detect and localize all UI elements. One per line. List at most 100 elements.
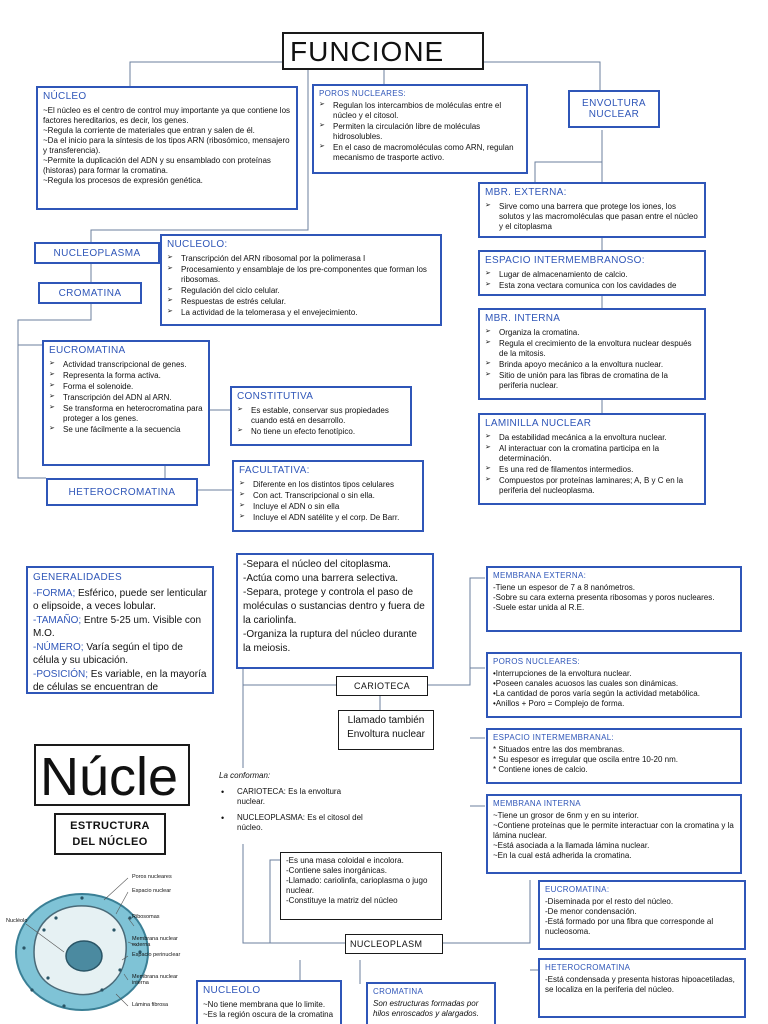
heterocromatina-label: HETEROCROMATINA [46,478,198,506]
membrana-externa-line: -Suele estar unida al R.E. [493,603,585,612]
eucromatina-item: Forma el solenoide. [49,382,203,392]
poros-item: Regulan los intercambios de moléculas en… [319,101,521,121]
nucleoplasma-desc-line: -Contiene sales inorgánicas. [286,866,387,875]
laminilla-item: Compuestos por proteínas laminares; A, B… [485,476,699,496]
mbr-externa-title: MBR. EXTERNA: [485,187,567,198]
eucromatina-item: Se une fácilmente a la secuencia [49,425,203,435]
membrana-interna-line: ~En la cual está adherida la cromatina. [493,851,632,860]
nucleolo2-line: ~No tiene membrana que lo limite. [203,999,326,1009]
facultativa-item: Incluye el ADN o sin ella [239,502,417,512]
membrana-interna-box: MEMBRANA INTERNA ~Tiene un grosor de 6nm… [486,794,742,874]
nucleolo2-line: ~Es la región oscura de la cromatina [203,1009,334,1019]
carioteca-desc-box: -Separa el núcleo del citoplasma. -Actúa… [236,553,434,669]
conforman-item: NUCLEOPLASMA: Es el citosol del núcleo. [219,813,369,833]
constitutiva-item: Es estable, conservar sus propiedades cu… [237,406,405,426]
cromatina2-title: CROMATINA [373,987,424,996]
eucromatina-item: Se transforma en heterocromatina para pr… [49,404,203,424]
cromatina2-box: CROMATINA Son estructuras formadas por h… [366,982,496,1024]
nucleolo-item: Transcripción del ARN ribosomal por la p… [167,254,435,264]
laminilla-item: Al interactuar con la cromatina particip… [485,444,699,464]
membrana-interna-line: ~Contiene proteínas que le permite inter… [493,821,734,840]
envoltura-nuclear-label: ENVOLTURA NUCLEAR [568,90,660,128]
gen-value: Entre 5-25 um. Visible con M.O. [33,614,202,640]
facultativa-title: FACULTATIVA: [239,465,310,476]
laminilla-item: Da estabilidad mecánica a la envoltura n… [485,433,699,443]
nucleo-line: ~Da el inicio para la síntesis de los ti… [43,135,290,155]
espacio2-box: ESPACIO INTERMEMBRANAL: * Situados entre… [486,728,742,784]
illustration-label: Membrana nuclear externa [132,936,178,948]
eucromatina2-line: -Diseminada por el resto del núcleo. [545,897,674,906]
eucromatina-box: EUCROMATINA Actividad transcripcional de… [42,340,210,466]
eucromatina2-box: EUCROMATINA: -Diseminada por el resto de… [538,880,746,950]
poros-nucleares-box: POROS NUCLEARES: Regulan los intercambio… [312,84,528,174]
illustration-label: Membrana nuclear interna [132,974,178,986]
mbr-interna-item: Sitio de unión para las fibras de cromat… [485,371,699,391]
generalidades-row: -POSICIÓN; Es variable, en la mayoría de… [33,668,207,693]
conforman-item: CARIOTECA: Es la envoltura nuclear. [219,787,369,807]
conforman-box: La conforman: CARIOTECA: Es la envoltura… [214,768,374,844]
heterocromatina2-box: HETEROCROMATINA -Está condensada y prese… [538,958,746,1018]
nucleolo-box: NUCLEOLO: Transcripción del ARN ribosoma… [160,234,442,326]
nucleoplasma2-label: NUCLEOPLASM [345,934,443,954]
eucromatina-item: Representa la forma activa. [49,371,203,381]
generalidades-row: -TAMAÑO; Entre 5-25 um. Visible con M.O. [33,614,207,641]
cromatina-label: CROMATINA [38,282,142,304]
nucleo-title: NÚCLEO [43,91,87,102]
mbr-interna-item: Organiza la cromatina. [485,328,699,338]
nucleolo2-title: NUCLEOLO [203,985,261,996]
gen-key: -TAMAÑO; [33,614,82,626]
laminilla-nuclear-box: LAMINILLA NUCLEAR Da estabilidad mecánic… [478,413,706,505]
generalidades-box: GENERALIDADES -FORMA; Esférico, puede se… [26,566,214,694]
gen-value: Varía según el tipo de célula y su ubica… [33,641,183,667]
poros2-box: POROS NUCLEARES: •Interrupciones de la e… [486,652,742,718]
espacio-intermembranoso-box: ESPACIO INTERMEMBRANOSO: Lugar de almace… [478,250,706,296]
carioteca-label: CARIOTECA [336,676,428,696]
nucleo-line: ~Permite la duplicación del ADN y su ens… [43,155,271,175]
illustration-label: Espacio perinuclear [132,952,181,958]
generalidades-row: -FORMA; Esférico, puede ser lenticular o… [33,587,207,614]
eucromatina2-line: -De menor condensación. [545,907,637,916]
facultativa-item: Con act. Transcripcional o sin ella. [239,491,417,501]
laminilla-item: Es una red de filamentos intermedios. [485,465,699,475]
nucleoplasma-desc-box: -Es una masa coloidal e incolora. -Conti… [280,852,442,920]
mbr-interna-item: Regula el crecimiento de la envoltura nu… [485,339,699,359]
illustration-label: Lámina fibrosa [132,1002,169,1008]
eucromatina-item: Actividad transcripcional de genes. [49,360,203,370]
illustration-label: Ribosomas [132,914,160,920]
membrana-externa-title: MEMBRANA EXTERNA: [493,571,587,580]
cromatina2-text: Son estructuras formadas por hilos enros… [373,999,479,1018]
poros2-line: •Interrupciones de la envoltura nuclear. [493,669,632,678]
poros2-line: •Anillos + Poro = Complejo de forma. [493,699,625,708]
generalidades-row: -NÚMERO; Varía según el tipo de célula y… [33,641,207,668]
gen-value: Esférico, puede ser lenticular o elipsoi… [33,587,207,613]
mbr-interna-box: MBR. INTERNA Organiza la cromatina. Regu… [478,308,706,400]
nucleolo-item: La actividad de la telomerasa y el envej… [167,308,435,318]
membrana-externa-box: MEMBRANA EXTERNA: -Tiene un espesor de 7… [486,566,742,632]
eucromatina-item: Transcripción del ADN al ARN. [49,393,203,403]
nucleus-illustration: Nucléolo Poros nucleares Espacio nuclear… [4,860,204,1024]
espacio-item: Lugar de almacenamiento de calcio. [485,270,699,280]
mbr-externa-item: Sirve como una barrera que protege los i… [485,202,699,232]
generalidades-title: GENERALIDADES [33,572,122,583]
laminilla-title: LAMINILLA NUCLEAR [485,418,592,429]
carioteca-desc-line: -Separa, protege y controla el paso de m… [243,587,425,626]
nucleo-line: ~Regula la corriente de materiales que e… [43,125,255,135]
membrana-interna-line: ~Está asociada a la llamada lámina nucle… [493,841,650,850]
nucleolo-item: Regulación del ciclo celular. [167,286,435,296]
map1-title: FUNCIONE [282,32,484,70]
espacio-title: ESPACIO INTERMEMBRANOSO: [485,255,645,266]
nucleoplasma-desc-line: -Es una masa coloidal e incolora. [286,856,404,865]
carioteca-desc-line: -Organiza la ruptura del núcleo durante … [243,629,417,654]
constitutiva-title: CONSTITUTIVA [237,391,314,402]
heterocromatina2-line: -Está condensada y presenta historas hip… [545,975,735,994]
poros2-line: •Poseen canales acuosos las cuales son d… [493,679,679,688]
nucleo-big-title: Núcle [34,744,190,806]
constitutiva-box: CONSTITUTIVA Es estable, conservar sus p… [230,386,412,446]
llamado-tambien-box: Llamado también Envoltura nuclear [338,710,434,750]
nucleo-box: NÚCLEO ~El núcleo es el centro de contro… [36,86,298,210]
facultativa-item: Diferente en los distintos tipos celular… [239,480,417,490]
nucleolo-item: Respuestas de estrés celular. [167,297,435,307]
estructura-label: ESTRUCTURA DEL NÚCLEO [54,813,166,855]
nucleoplasma-desc-line: -Llamado: cariolinfa, carioplasma o jugo… [286,876,428,895]
poros2-title: POROS NUCLEARES: [493,657,581,666]
